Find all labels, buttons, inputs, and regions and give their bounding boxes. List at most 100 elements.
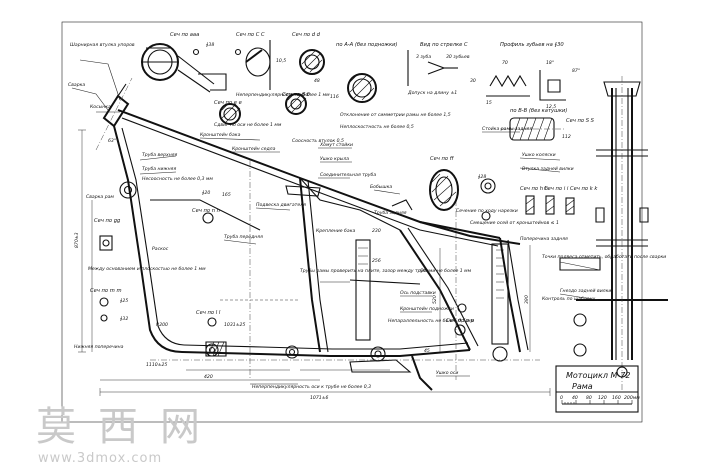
rear-upper-stay [419, 221, 521, 245]
leader-lines [71, 59, 601, 385]
frame-side-view [95, 77, 540, 391]
label-view-c: Сеч по С С [236, 32, 265, 38]
callout-rear-axle-lug: Ушко оси [436, 370, 458, 376]
note-n13: Сечение по ходу нарезки [456, 208, 518, 214]
title-part: Рама [572, 382, 593, 391]
callout-boss-plate: Бобышка [370, 184, 392, 190]
callout-engine-mount: Подвеска двигателя [256, 202, 306, 208]
scale-tick-0: 0 [560, 395, 563, 401]
callout-rear-cross: Поперечина задняя [520, 236, 568, 242]
callout-rear-fork-seat: Гнездо задней вилки [560, 288, 611, 294]
callout-connector-pipe: Стойка рамы задняя [482, 126, 532, 132]
section-i [545, 195, 555, 215]
dim-h2: 520 [432, 295, 438, 304]
dim-t7: 12,5 [546, 104, 556, 110]
section-d [299, 49, 325, 75]
note-n8: Точки подвеса отметить, обработать после… [542, 254, 666, 260]
scale-bar: 0 40 80 120 160 200мм [560, 395, 640, 405]
watermark-logo: 莫西网 [36, 404, 222, 450]
scale-tick-1: 40 [572, 395, 578, 401]
dim-base: 420 [204, 374, 213, 380]
label-view-i: Сеч по i i [544, 186, 569, 192]
section-b [285, 93, 307, 115]
label-gear-profile: Профиль зубьев на ∮30 [500, 42, 564, 48]
front-engine-mount [119, 181, 137, 199]
dim-t8: 30 [470, 78, 476, 84]
dim-r: R200 [156, 322, 168, 328]
dim-ang2: 18° [546, 60, 554, 66]
dim-t10: 87° [572, 68, 580, 74]
callout-rear-shock-lug: Втулка задней вилки [522, 166, 574, 172]
section-p [454, 324, 466, 336]
label-view-arrow-c: Вид по стрелке С [420, 42, 468, 48]
label-view-a: Сеч по ааа [170, 32, 199, 38]
dim-t4: 70 [502, 60, 508, 66]
note-n3: Неперпендикулярность не более 1 мм [236, 92, 330, 98]
dim-wheel: 1031±25 [224, 322, 245, 328]
label-view-h: Сеч по h h [520, 186, 548, 192]
label-view-f: Сеч по ff [430, 156, 455, 162]
label-view-b: Сеч по б б [282, 92, 311, 98]
dim-s3: ∮20 [202, 190, 210, 196]
section-l [207, 317, 217, 327]
frame-rear-view [559, 76, 668, 390]
scale-tick-5: 200мм [624, 395, 640, 401]
section-aa [347, 73, 377, 103]
dim-h3: 390 [524, 295, 530, 304]
section-n [202, 212, 214, 224]
rear-plunger [491, 243, 509, 362]
label-view-g: Сеч по gg [94, 218, 121, 224]
callout-labels: Шарнирная втулка упоров Сварка Косынка Т… [68, 42, 611, 376]
dim-len1: 1110±25 [146, 362, 167, 368]
callout-pivot-shaft: Ось [420, 268, 429, 274]
stand-bracket [349, 359, 412, 373]
callout-strut-clamp: Хомут стойки [319, 142, 353, 148]
dim-t12: 3 зуба [416, 54, 431, 60]
section-bb [500, 117, 566, 141]
callout-upper-tube: Труба верхняя [142, 152, 177, 158]
note-n12: Неперпендикулярность оси к трубе не боле… [252, 384, 371, 390]
callout-diag-brace: Раскос [152, 246, 169, 252]
front-down-tube [113, 125, 183, 353]
section-h [525, 195, 535, 215]
note-n9: Контроль по шаблону [542, 296, 595, 302]
callout-lower-cross: Нижняя поперечина [74, 344, 124, 350]
note-n6: Неплоскостность не более 0,5 [340, 124, 414, 130]
rear-diag-stay [399, 229, 471, 351]
bottom-tube [181, 349, 471, 357]
seat-tube [299, 177, 321, 353]
section-f [429, 169, 459, 211]
watermark: 莫西网 www.3dmox.com [36, 404, 222, 466]
callout-weld-seam: Сварка [68, 82, 85, 88]
dimension-system [78, 129, 551, 396]
callout-steering-head: Шарнирная втулка упоров [70, 42, 135, 48]
label-view-l: Сеч по l l [196, 310, 221, 316]
label-view-e: Сеч по е е [214, 100, 242, 106]
section-g [99, 235, 113, 251]
callout-lower-tube: Труба нижняя [142, 166, 176, 172]
callout-footrest-bracket: Кронштейн подножки [400, 306, 454, 312]
title-block: Мотоцикл М-72 Рама 0 40 80 120 160 200мм [555, 365, 640, 413]
note-n4: Трубы рамы проверить на плите, зазор меж… [300, 268, 472, 274]
steering-head [95, 77, 133, 151]
lower-mount-2 [285, 345, 299, 359]
gear-profile [486, 70, 566, 101]
label-view-aa: по А-А (без подножки) [336, 42, 398, 48]
callout-stand-pivot: Ось подставки [400, 290, 436, 296]
scale-tick-4: 160 [612, 395, 621, 401]
section-e [219, 103, 241, 125]
label-view-d: Сеч по d d [292, 32, 321, 38]
upper-tube [117, 109, 501, 239]
dim-s4: ∮25 [120, 298, 128, 304]
dim-s1: ∮32 [120, 316, 128, 322]
note-n7: Отклонение от симметрии рамы не более 1,… [340, 112, 451, 118]
note-n2: Несоосность не более 0,3 мм [142, 176, 213, 182]
section-a [141, 43, 227, 93]
technical-notes: Отклонение от симметрии рамы не более 1,… [88, 90, 666, 390]
hatched-gusset [205, 341, 227, 357]
callout-rear-tube: Труба задняя [374, 210, 407, 216]
note-n15: Сдвиг по оси не более 1 мм [214, 122, 282, 128]
callout-joint-tube: Соединительная труба [320, 172, 376, 178]
